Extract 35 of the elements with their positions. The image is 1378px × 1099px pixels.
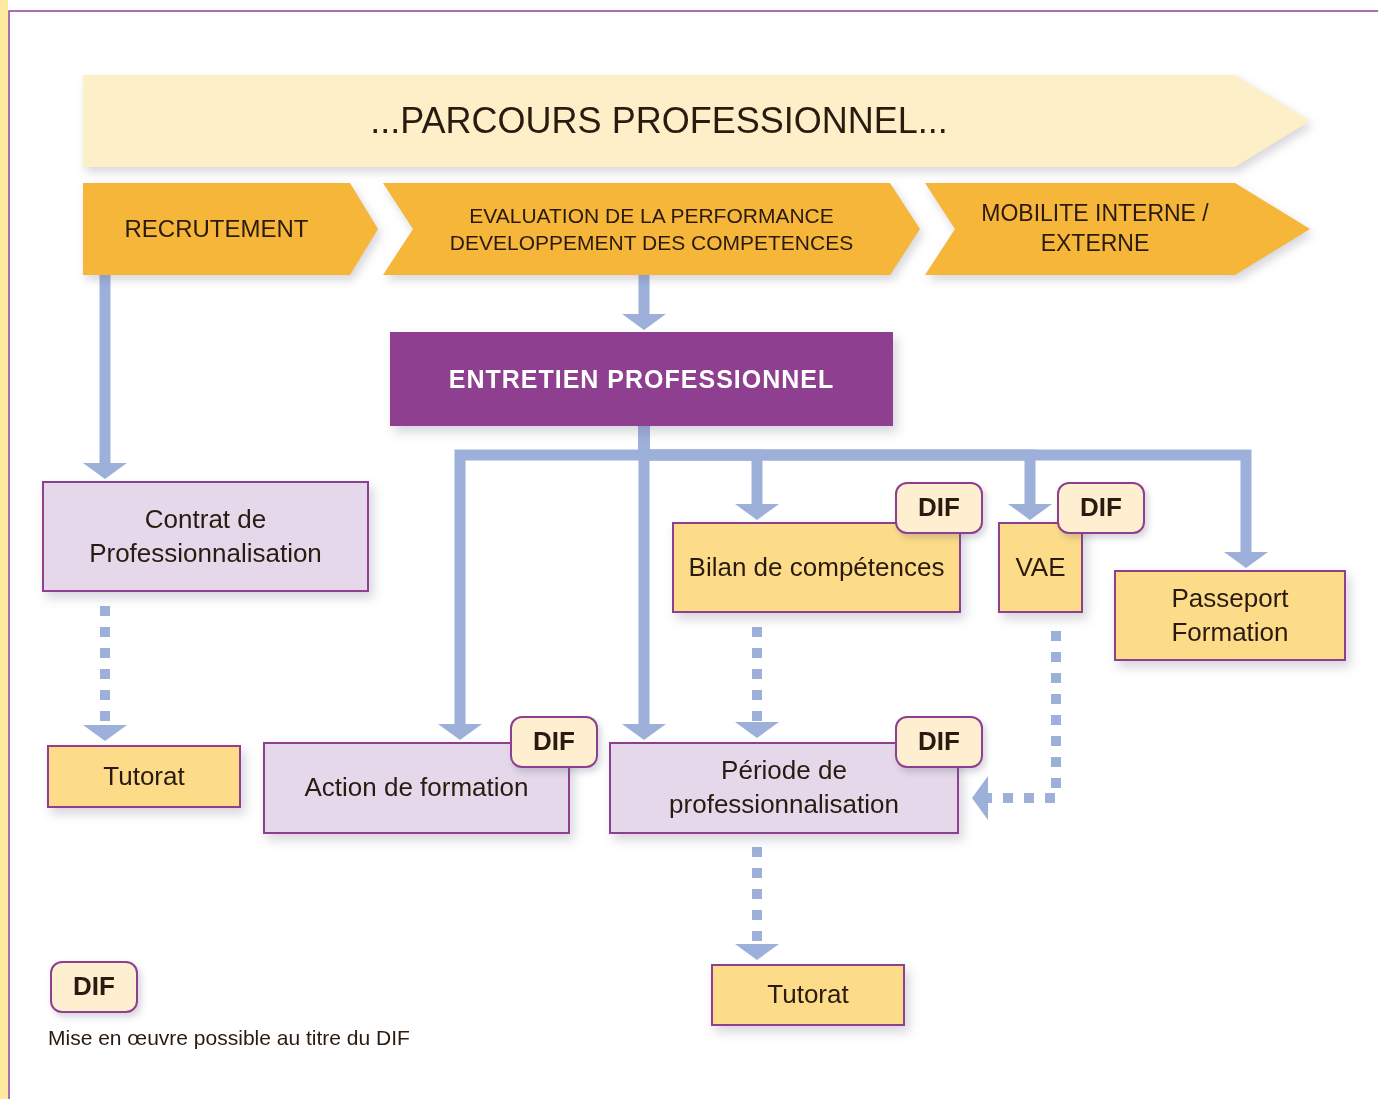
process-box	[47, 745, 241, 808]
node-label: Action de formation	[303, 771, 530, 805]
node-label: EVALUATION DE LA PERFORMANCE DEVELOPPEMENT DES COMPETENCES	[448, 202, 855, 256]
node-label: Passeport Formation	[1170, 581, 1290, 649]
dif-badge: DIF	[510, 716, 598, 768]
node-label: ENTRETIEN PROFESSIONNEL	[447, 363, 836, 395]
node-label: ...PARCOURS PROFESSIONNEL...	[369, 98, 949, 143]
arrow	[972, 631, 1061, 820]
node-label: MOBILITE INTERNE / EXTERNE	[980, 199, 1210, 258]
arrow	[735, 627, 779, 738]
dif-badge: DIF	[50, 961, 138, 1013]
node-label: Tutorat	[102, 759, 186, 793]
arrow	[83, 606, 127, 741]
node-label: Tutorat	[766, 978, 850, 1012]
dif-badge: DIF	[895, 482, 983, 534]
process-box	[390, 332, 893, 426]
process-box	[42, 481, 369, 592]
phase-banner	[83, 183, 378, 275]
legend-text: Mise en œuvre possible au titre du DIF	[48, 1026, 410, 1050]
process-box	[1114, 570, 1346, 661]
node-label: VAE	[1014, 550, 1067, 584]
node-label: Contrat de Professionnalisation	[88, 502, 323, 570]
process-box	[998, 522, 1083, 613]
arrow	[735, 847, 779, 960]
process-box	[672, 522, 961, 613]
process-box	[711, 964, 905, 1026]
node-label: Bilan de compétences	[687, 550, 946, 584]
node-label: RECRUTEMENT	[123, 214, 310, 245]
phase-banner	[383, 183, 920, 275]
dif-badge: DIF	[1057, 482, 1145, 534]
dif-badge: DIF	[895, 716, 983, 768]
arrow	[622, 275, 666, 330]
phase-banner	[925, 183, 1310, 275]
arrow	[83, 275, 127, 479]
title-banner	[83, 75, 1310, 167]
